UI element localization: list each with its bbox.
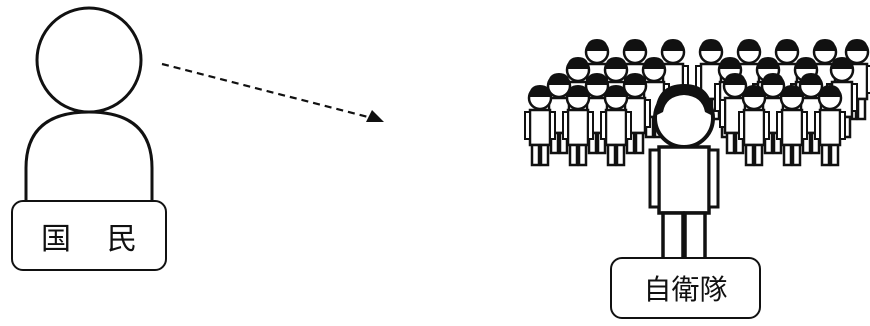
citizen-label: 国 民: [11, 200, 167, 271]
citizen-label-char-1: 国: [41, 221, 71, 257]
sdf-label: 自衛隊: [610, 257, 761, 319]
person-icon: [24, 6, 154, 202]
front-soldier-icon: [648, 84, 720, 263]
citizen-label-char-2: 民: [107, 221, 137, 257]
sdf-label-text: 自衛隊: [643, 273, 728, 306]
arrow-icon: [161, 62, 384, 122]
